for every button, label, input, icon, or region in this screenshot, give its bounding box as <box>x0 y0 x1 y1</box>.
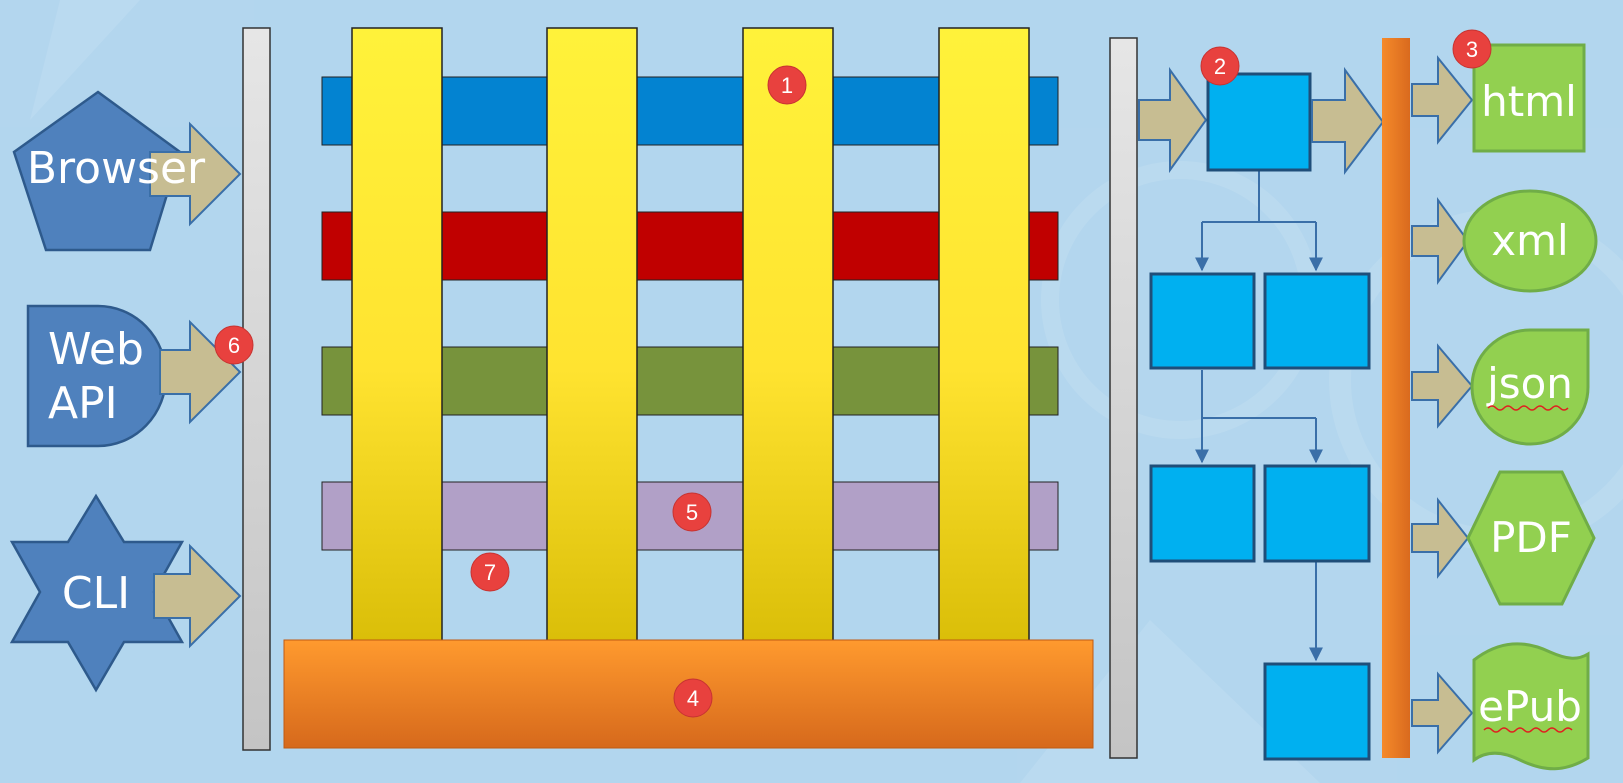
wave-shape <box>1472 642 1590 771</box>
output-json: json <box>1470 328 1590 446</box>
tree-node <box>1263 662 1371 761</box>
tree-connectors <box>1195 170 1323 662</box>
layer-red <box>321 211 1059 281</box>
layer-blue <box>321 76 1059 146</box>
badge-2-text: 2 <box>1214 54 1226 79</box>
output-arrow <box>1411 497 1470 579</box>
tree-node <box>1263 272 1371 370</box>
badge-5: 5 <box>672 492 712 532</box>
layer-green <box>321 346 1059 416</box>
output-epub: ePub <box>1472 642 1590 771</box>
web-api-label-line2: API <box>48 378 118 429</box>
input-browser: Browser <box>12 90 242 252</box>
cli-label: CLI <box>62 568 130 619</box>
output-xml: xml <box>1462 189 1598 293</box>
output-html: html <box>1472 43 1586 153</box>
output-arrow <box>1411 196 1470 286</box>
spellcheck-underline <box>1487 405 1569 411</box>
tree-to-output-arrow <box>1311 66 1385 175</box>
gate-to-tree-arrow <box>1138 66 1208 174</box>
badge-7: 7 <box>470 552 510 592</box>
badge-7-text: 7 <box>484 560 496 585</box>
badge-3-text: 3 <box>1466 37 1478 62</box>
pdf-label: PDF <box>1490 513 1572 562</box>
input-cli: CLI <box>9 493 242 693</box>
html-label: html <box>1481 77 1577 126</box>
hexagon-shape <box>1466 470 1596 606</box>
spellcheck-underline <box>1483 727 1573 733</box>
json-label: json <box>1486 359 1573 408</box>
input-arrow <box>153 543 242 649</box>
pillar-3 <box>742 27 834 651</box>
badge-2: 2 <box>1200 46 1240 86</box>
pillar-4 <box>938 27 1030 651</box>
pillar-1 <box>351 27 443 651</box>
epub-label: ePub <box>1478 682 1582 731</box>
rectangle-shape <box>1472 43 1586 153</box>
ellipse-shape <box>1462 189 1598 293</box>
xml-label: xml <box>1491 216 1568 265</box>
teardrop-shape <box>1470 328 1590 446</box>
badge-3: 3 <box>1452 29 1492 69</box>
output-pdf: PDF <box>1466 470 1596 606</box>
output-arrow <box>1411 55 1474 145</box>
pentagon-shape <box>12 90 182 252</box>
tree-node <box>1149 464 1256 563</box>
right-gate-bar <box>1109 37 1138 759</box>
left-gate-bar <box>242 27 271 751</box>
badge-4-text: 4 <box>687 686 699 711</box>
hexagram-shape <box>9 493 185 693</box>
output-bar <box>1382 38 1410 758</box>
badge-6: 6 <box>214 325 254 365</box>
badge-4: 4 <box>673 678 713 718</box>
output-arrow <box>1411 671 1474 755</box>
badge-1-text: 1 <box>781 73 793 98</box>
browser-label: Browser <box>27 143 206 194</box>
pillar-2 <box>546 27 638 651</box>
output-arrow <box>1411 343 1474 429</box>
tree-node <box>1263 464 1371 563</box>
web-api-label-line1: Web <box>48 324 144 375</box>
badge-5-text: 5 <box>686 500 698 525</box>
tree-node-root <box>1206 72 1312 172</box>
input-arrow <box>159 319 242 425</box>
input-arrow <box>149 121 242 227</box>
badge-1: 1 <box>767 65 807 105</box>
badge-6-text: 6 <box>228 333 240 358</box>
tree-node <box>1149 272 1256 370</box>
input-web-api: Web API <box>26 304 242 448</box>
